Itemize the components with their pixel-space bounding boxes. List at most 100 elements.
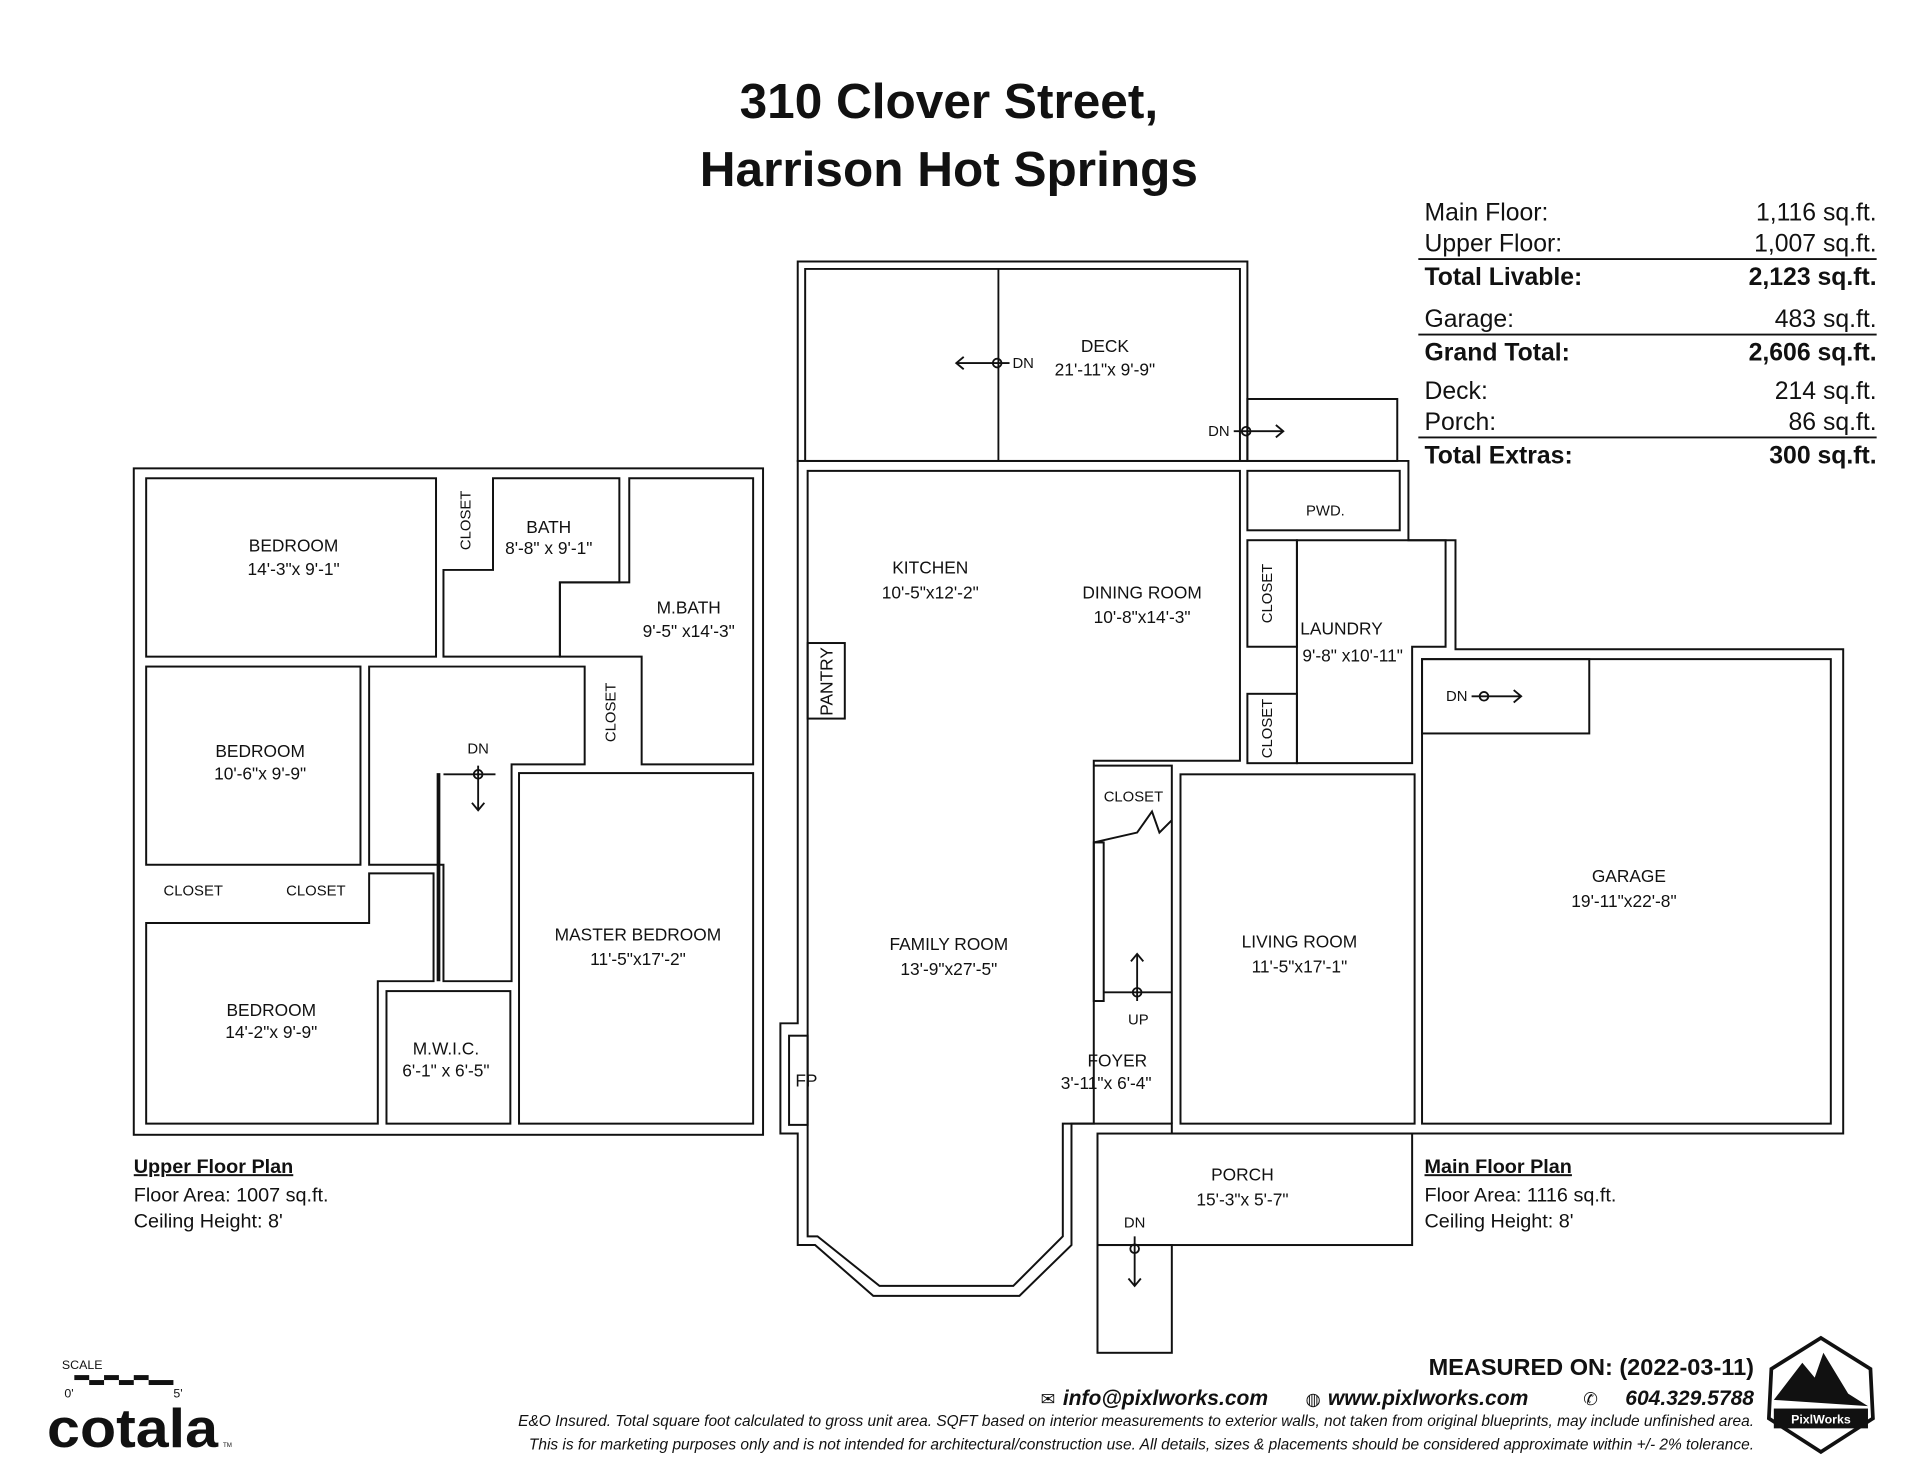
up-label: UP xyxy=(1128,1013,1149,1029)
scale-start: 0' xyxy=(64,1386,73,1400)
room-dims: 15'-3"x 5'-7" xyxy=(1196,1189,1288,1209)
room-dims: 13'-9"x27'-5" xyxy=(900,959,997,979)
arrow-left-icon xyxy=(954,356,1010,370)
room-dims: 6'-1" x 6'-5" xyxy=(402,1061,489,1081)
closet-label: CLOSET xyxy=(459,491,475,550)
row-value: 214 sq.ft. xyxy=(1775,378,1877,405)
row-value: 86 sq.ft. xyxy=(1789,409,1877,436)
closet-label: CLOSET xyxy=(286,884,345,900)
arrow-up-icon xyxy=(1103,952,1172,1002)
room-name: MASTER BEDROOM xyxy=(555,924,722,944)
row-label: Deck: xyxy=(1425,378,1488,405)
row-value: 1,116 sq.ft. xyxy=(1756,200,1877,227)
closet-label: CLOSET xyxy=(1260,699,1276,758)
arrow-right-icon xyxy=(1471,689,1523,704)
cotala-tm: TM xyxy=(223,1442,232,1449)
row-label: Total Livable: xyxy=(1425,264,1583,291)
garage-steps xyxy=(1421,658,1591,735)
hall-wall xyxy=(368,665,586,983)
closet-wall xyxy=(1246,539,1298,648)
deck-steps xyxy=(1246,398,1399,462)
title-line1: 310 Clover Street, xyxy=(740,74,1158,129)
row-label: Grand Total: xyxy=(1425,340,1570,367)
master-bath-wall xyxy=(558,477,755,766)
pantry-label: PANTRY xyxy=(816,647,836,716)
closet-label: CLOSET xyxy=(604,683,620,742)
dn-label: DN xyxy=(1446,689,1467,705)
outer-wall xyxy=(132,467,765,1136)
room-name: FAMILY ROOM xyxy=(889,934,1008,954)
room-name: PORCH xyxy=(1211,1165,1274,1185)
area-summary-table: Main Floor: 1,116 sq.ft. Upper Floor: 1,… xyxy=(1418,200,1877,469)
kitchen-family-wall xyxy=(806,469,1241,1287)
row-label: Garage: xyxy=(1425,306,1515,333)
dn-label: DN xyxy=(1124,1216,1145,1232)
room-dims: 3'-11"x 6'-4" xyxy=(1061,1073,1152,1093)
email-icon: ✉ xyxy=(1041,1389,1056,1409)
stair-dn-label: DN xyxy=(467,741,488,757)
living-room-wall xyxy=(1179,773,1416,1125)
cotala-logo: cotala xyxy=(47,1398,219,1459)
pixlworks-logo: PixlWorks xyxy=(1766,1335,1875,1455)
phone-link[interactable]: 604.329.5788 xyxy=(1625,1387,1754,1410)
scale-end: 5' xyxy=(173,1386,182,1400)
disclaimer-line-2: This is for marketing purposes only and … xyxy=(529,1436,1754,1453)
fireplace-label: FP xyxy=(795,1070,817,1090)
row-label: Main Floor: xyxy=(1425,200,1549,227)
room-name: DINING ROOM xyxy=(1082,582,1201,602)
mwic-wall xyxy=(385,990,512,1125)
closet-stair-wall xyxy=(1093,764,1173,1124)
arrow-down-icon xyxy=(443,765,496,812)
closet-label: CLOSET xyxy=(1104,790,1163,806)
legend-area: Floor Area: 1007 sq.ft. xyxy=(134,1185,329,1207)
row-value: 1,007 sq.ft. xyxy=(1754,231,1877,258)
fireplace xyxy=(788,1034,809,1126)
pixlworks-wordmark: PixlWorks xyxy=(1791,1412,1851,1426)
powder-room-wall xyxy=(1246,469,1401,532)
arrow-right-icon xyxy=(1233,424,1285,439)
stair-rail xyxy=(1092,841,1105,1003)
legend-ceiling: Ceiling Height: 8' xyxy=(134,1211,283,1233)
deck-inner xyxy=(804,267,1241,461)
pwd-label: PWD. xyxy=(1306,503,1345,519)
room-name: GARAGE xyxy=(1592,866,1666,886)
room-name: M.W.I.C. xyxy=(413,1038,479,1058)
room-name: DECK xyxy=(1081,336,1130,356)
room-dims: 11'-5"x17'-1" xyxy=(1252,957,1348,977)
room-dims: 10'-5"x12'-2" xyxy=(882,582,979,602)
upper-floor-plan: BEDROOM 14'-3"x 9'-1" BATH 8'-8" x 9'-1"… xyxy=(132,467,765,1233)
bedroom-1-wall xyxy=(145,477,438,658)
row-label: Total Extras: xyxy=(1425,442,1573,469)
row-label: Upper Floor: xyxy=(1425,231,1563,258)
scale-label: SCALE xyxy=(62,1358,103,1372)
porch-wall xyxy=(1096,1132,1414,1247)
main-outer-wall xyxy=(779,459,1845,1297)
contact-line: ✉ info@pixlworks.com ◍ www.pixlworks.com… xyxy=(1041,1387,1755,1410)
main-floor-plan: DECK 21'-11"x 9'-9" KITCHEN 10'-5"x12'-2… xyxy=(779,260,1845,1354)
room-dims: 19'-11"x22'-8" xyxy=(1571,891,1676,911)
website-link[interactable]: www.pixlworks.com xyxy=(1328,1387,1528,1410)
room-dims: 9'-8" x10'-11" xyxy=(1302,646,1402,666)
mountain-icon xyxy=(1773,1352,1868,1407)
row-value: 300 sq.ft. xyxy=(1769,442,1876,469)
room-dims: 10'-8"x14'-3" xyxy=(1094,607,1191,627)
room-dims: 21'-11"x 9'-9" xyxy=(1055,359,1155,379)
email-link[interactable]: info@pixlworks.com xyxy=(1063,1387,1268,1410)
legend-title: Main Floor Plan xyxy=(1425,1156,1572,1178)
room-name: BEDROOM xyxy=(215,741,305,761)
row-value: 2,606 sq.ft. xyxy=(1749,340,1877,367)
legend-area: Floor Area: 1116 sq.ft. xyxy=(1425,1185,1617,1207)
room-dims: 8'-8" x 9'-1" xyxy=(505,538,592,558)
measured-on: MEASURED ON: (2022-03-11) xyxy=(1429,1354,1754,1380)
room-name: LIVING ROOM xyxy=(1242,932,1358,952)
bedroom-2-wall xyxy=(145,665,362,866)
room-dims: 10'-6"x 9'-9" xyxy=(214,763,306,783)
room-name: BATH xyxy=(526,517,571,537)
master-bedroom-wall xyxy=(518,772,755,1125)
room-dims: 9'-5" x14'-3" xyxy=(643,621,735,641)
room-name: BEDROOM xyxy=(249,535,339,555)
dn-label: DN xyxy=(1012,356,1033,372)
closet-label: CLOSET xyxy=(1260,564,1276,623)
globe-icon: ◍ xyxy=(1305,1389,1320,1409)
